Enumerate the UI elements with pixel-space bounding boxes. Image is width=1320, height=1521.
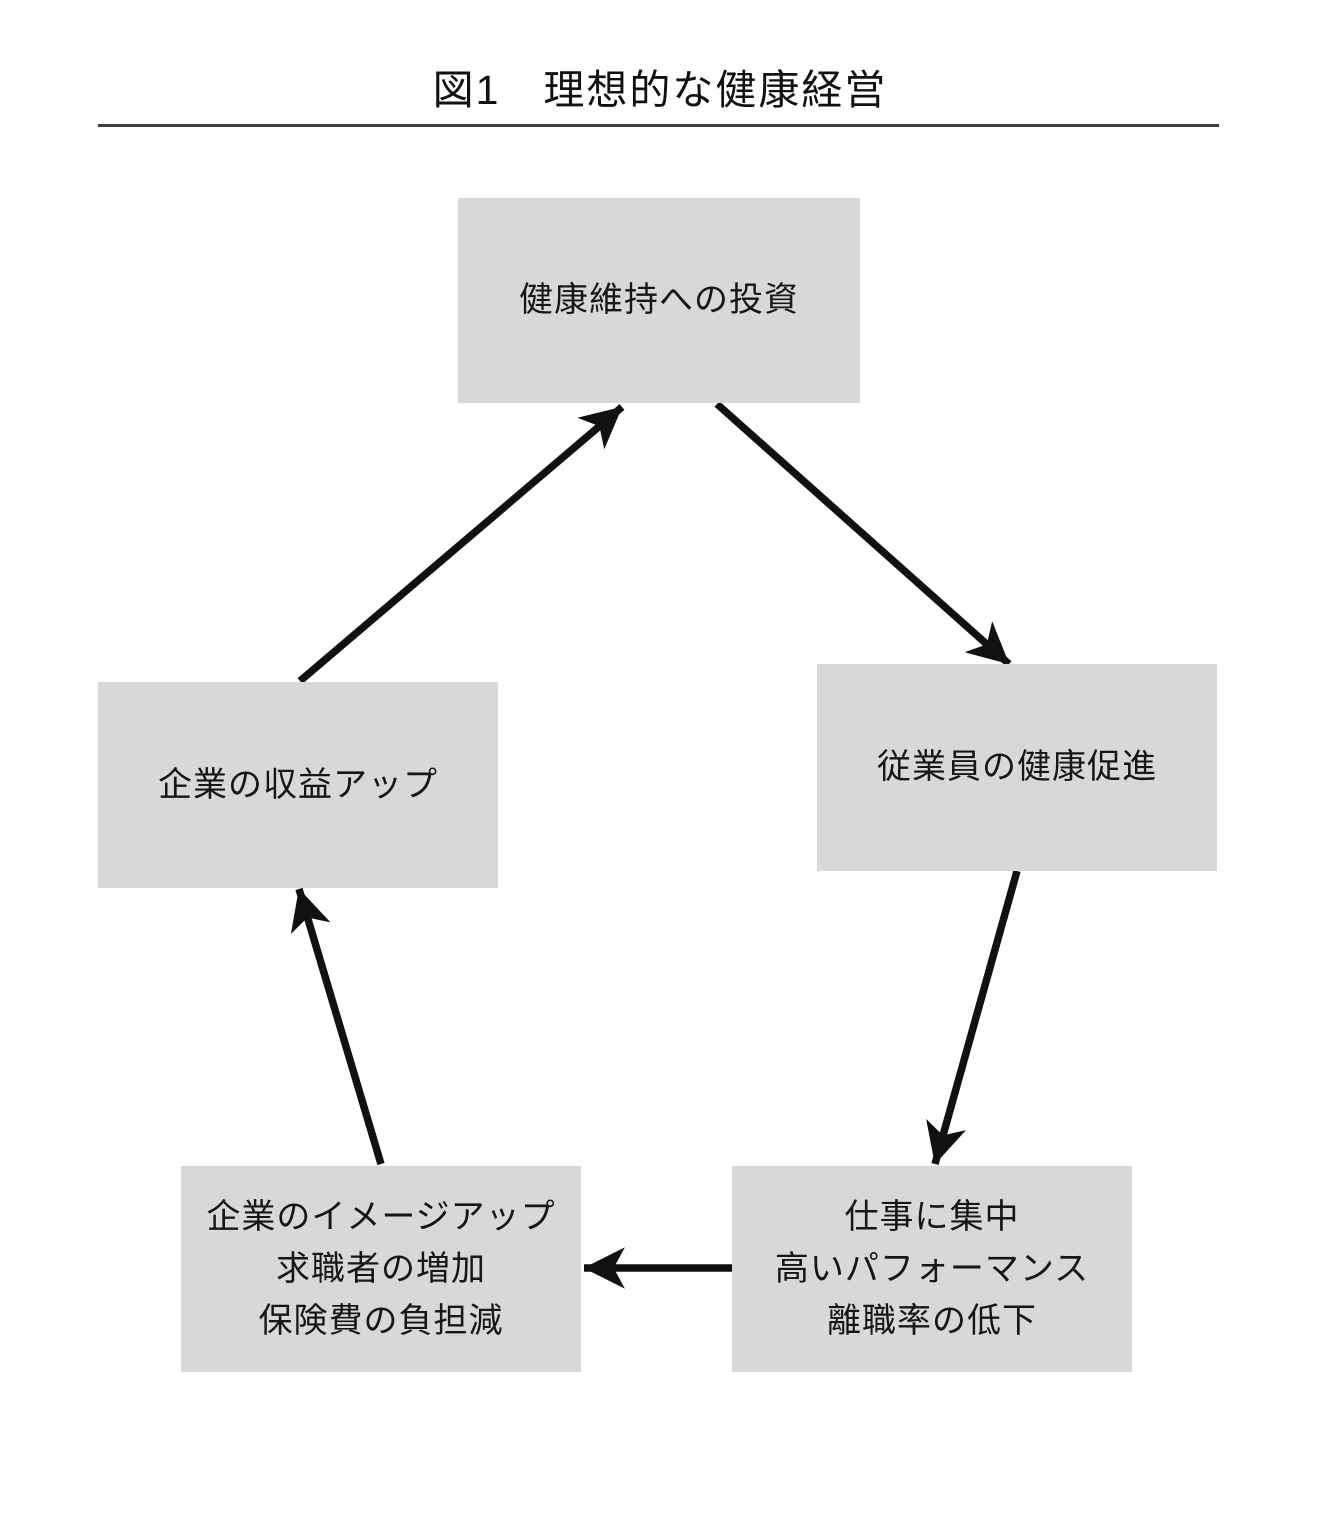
title-divider: [98, 124, 1219, 127]
node-investment: 健康維持への投資: [458, 198, 860, 403]
node-investment-label: 健康維持への投資: [519, 281, 799, 320]
node-performance-line-2: 高いパフォーマンス: [774, 1249, 1090, 1288]
node-profit-up: 企業の収益アップ: [98, 682, 498, 888]
arrow-image-to-profit: [290, 887, 385, 1166]
node-performance-line-1: 仕事に集中: [844, 1197, 1020, 1236]
node-image-up: 企業のイメージアップ 求職者の増加 保険費の負担減: [181, 1166, 581, 1372]
arrow-profit-to-investment: [297, 404, 625, 684]
node-performance: 仕事に集中 高いパフォーマンス 離職率の低下: [732, 1166, 1132, 1372]
node-image-up-line-3: 保険費の負担減: [258, 1302, 504, 1340]
node-profit-up-label: 企業の収益アップ: [158, 765, 438, 804]
node-health-promotion: 従業員の健康促進: [817, 664, 1217, 871]
arrow-promotion-to-performance: [926, 869, 1021, 1166]
node-performance-line-3: 離職率の低下: [827, 1302, 1037, 1340]
arrow-investment-to-promotion: [714, 401, 1012, 667]
node-health-promotion-label: 従業員の健康促進: [877, 748, 1157, 787]
node-image-up-line-1: 企業のイメージアップ: [206, 1197, 556, 1236]
figure-title: 図1 理想的な健康経営: [432, 67, 888, 113]
node-image-up-line-2: 求職者の増加: [276, 1249, 486, 1288]
